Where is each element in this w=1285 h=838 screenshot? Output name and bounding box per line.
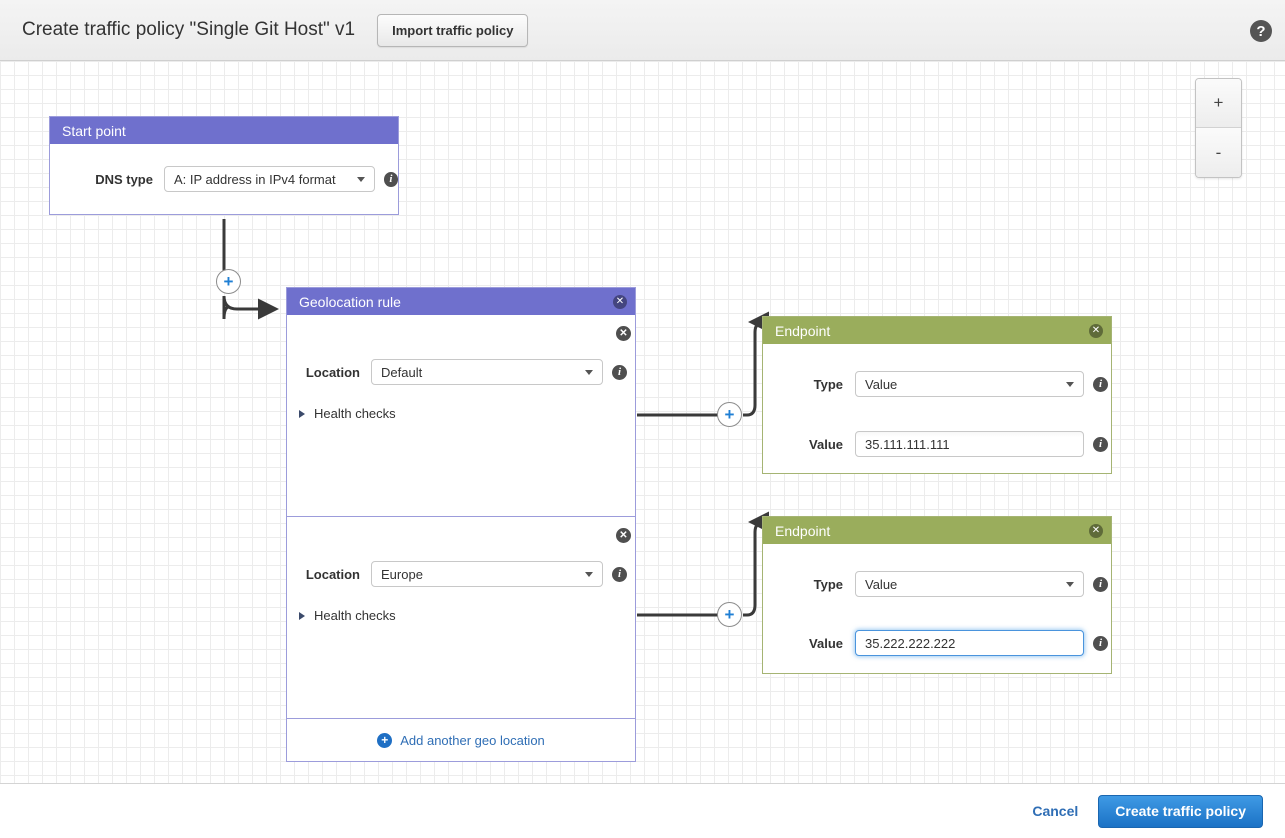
remove-location-icon[interactable]: ✕ (616, 326, 631, 341)
endpoint-title: Endpoint (775, 322, 831, 339)
endpoint-type-label: Type (813, 376, 843, 392)
location-select[interactable]: Default (371, 359, 603, 385)
endpoint-type-label: Type (813, 576, 843, 592)
location-row: Location Europe i (287, 517, 635, 587)
endpoint-body: Type Value i Value 35.222.222.222 i (763, 544, 1111, 673)
close-icon[interactable]: ✕ (1089, 523, 1103, 538)
endpoint-header: Endpoint ✕ (763, 317, 1111, 344)
location-label: Location (305, 364, 360, 380)
geolocation-rule-node: Geolocation rule ✕ ✕ Location Default i … (286, 287, 636, 762)
endpoint-node: Endpoint ✕ Type Value i Value 35.222.222… (762, 516, 1112, 674)
cancel-button[interactable]: Cancel (1032, 803, 1079, 819)
health-checks-toggle[interactable]: Health checks (299, 608, 635, 623)
endpoint-type-row: Type Value i (763, 344, 1111, 397)
geo-location-section: ✕ Location Default i Health checks (287, 315, 635, 516)
endpoint-title: Endpoint (775, 522, 831, 539)
endpoint-value-row: Value 35.111.111.111 i (763, 397, 1111, 457)
page-title: Create traffic policy "Single Git Host" … (22, 19, 356, 40)
endpoint-value-input[interactable]: 35.111.111.111 (855, 431, 1084, 457)
section-divider (287, 516, 635, 517)
location-label: Location (305, 566, 360, 582)
import-traffic-policy-button[interactable]: Import traffic policy (377, 13, 529, 47)
location-info-icon[interactable]: i (612, 364, 627, 380)
zoom-controls[interactable]: + - (1195, 78, 1242, 178)
endpoint-value-label: Value (809, 635, 843, 651)
app-header: Create traffic policy "Single Git Host" … (0, 0, 1285, 61)
location-row: Location Default i (287, 315, 635, 385)
dns-type-label: DNS type (95, 171, 153, 187)
geolocation-rule-title: Geolocation rule (299, 293, 401, 310)
start-point-body: DNS type A: IP address in IPv4 format i (50, 144, 398, 214)
health-checks-toggle[interactable]: Health checks (299, 406, 635, 421)
connector-wires (222, 219, 769, 617)
add-another-geo-location-button[interactable]: + Add another geo location (287, 719, 635, 761)
remove-location-icon[interactable]: ✕ (616, 528, 631, 543)
policy-canvas[interactable]: + - Start point DNS type A: IP address i… (0, 61, 1285, 783)
endpoint-type-select[interactable]: Value (855, 571, 1084, 597)
endpoint-type-info-icon[interactable]: i (1093, 376, 1108, 392)
health-checks-label: Health checks (314, 608, 396, 623)
create-traffic-policy-button[interactable]: Create traffic policy (1098, 794, 1263, 828)
close-icon[interactable]: ✕ (613, 294, 627, 309)
footer-divider (287, 718, 635, 719)
connector-add-node-endpoint-2[interactable]: + (717, 602, 742, 627)
endpoint-body: Type Value i Value 35.111.111.111 i (763, 344, 1111, 473)
start-point-title: Start point (62, 122, 126, 139)
endpoint-node: Endpoint ✕ Type Value i Value 35.111.111… (762, 316, 1112, 474)
location-select[interactable]: Europe (371, 561, 603, 587)
connector-add-node-start[interactable]: + (216, 269, 241, 294)
endpoint-header: Endpoint ✕ (763, 517, 1111, 544)
plus-icon: + (377, 732, 393, 748)
dns-type-row: DNS type A: IP address in IPv4 format i (50, 144, 398, 192)
endpoint-value-info-icon[interactable]: i (1093, 436, 1108, 452)
geo-location-section: ✕ Location Europe i Health checks (287, 517, 635, 718)
help-question-icon[interactable]: ? (1250, 20, 1272, 42)
endpoint-value-info-icon[interactable]: i (1093, 635, 1108, 651)
add-another-geo-location-label: Add another geo location (400, 732, 545, 748)
start-point-node: Start point DNS type A: IP address in IP… (49, 116, 399, 215)
geolocation-rule-header: Geolocation rule ✕ (287, 288, 635, 315)
health-checks-label: Health checks (314, 406, 396, 421)
zoom-in-button[interactable]: + (1196, 79, 1241, 128)
close-icon[interactable]: ✕ (1089, 323, 1103, 338)
location-info-icon[interactable]: i (612, 566, 627, 582)
action-bar: Cancel Create traffic policy (0, 783, 1285, 838)
zoom-out-button[interactable]: - (1196, 128, 1241, 177)
endpoint-type-select[interactable]: Value (855, 371, 1084, 397)
chevron-right-icon (299, 611, 305, 620)
endpoint-value-input[interactable]: 35.222.222.222 (855, 630, 1084, 656)
chevron-right-icon (299, 409, 305, 418)
endpoint-value-row: Value 35.222.222.222 i (763, 597, 1111, 656)
dns-type-select[interactable]: A: IP address in IPv4 format (163, 166, 375, 192)
connector-add-node-endpoint-1[interactable]: + (717, 402, 742, 427)
start-point-header: Start point (50, 117, 398, 144)
endpoint-type-row: Type Value i (763, 544, 1111, 597)
endpoint-type-info-icon[interactable]: i (1093, 576, 1108, 592)
dns-type-info-icon[interactable]: i (383, 171, 398, 187)
endpoint-value-label: Value (809, 436, 843, 452)
